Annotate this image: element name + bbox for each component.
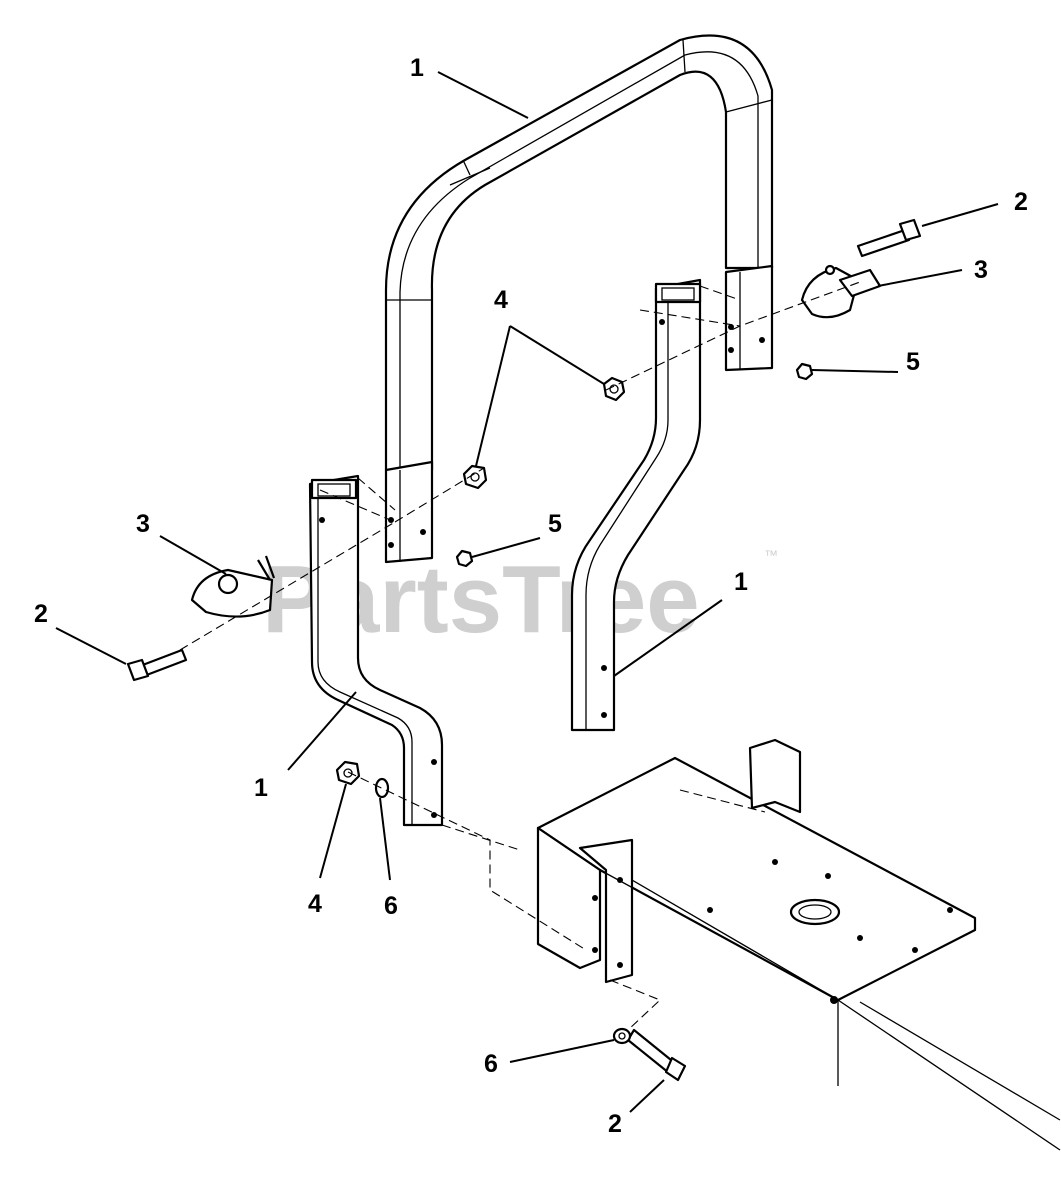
lock-pin-left bbox=[190, 555, 276, 618]
frame-bracket bbox=[536, 738, 1061, 1151]
lock-pin-upper-right bbox=[800, 264, 882, 319]
washer-bottom bbox=[612, 1027, 632, 1045]
callout-hoop: 1 bbox=[410, 54, 424, 82]
alignment-lines bbox=[179, 281, 861, 1031]
nut-small-right bbox=[795, 362, 814, 381]
callout-washer-bottom: 6 bbox=[484, 1050, 498, 1078]
callout-labels: 1 2 3 4 5 3 2 5 1 1 4 6 6 2 bbox=[34, 54, 1028, 1138]
callout-bolt-upper-right: 2 bbox=[1014, 188, 1028, 216]
callout-nut-upper: 4 bbox=[494, 286, 508, 314]
callout-lock-pin-left: 3 bbox=[136, 510, 150, 538]
callout-small-nut-center: 5 bbox=[548, 510, 562, 538]
callout-nut-lower-left: 4 bbox=[308, 890, 322, 918]
nut-left-upper bbox=[462, 464, 488, 490]
lower-upright-left bbox=[308, 474, 444, 827]
nut-small-center bbox=[455, 549, 474, 568]
callout-lock-pin-upper-right: 3 bbox=[974, 256, 988, 284]
hoop-sleeve-left bbox=[384, 460, 434, 564]
bolt-bottom bbox=[626, 1028, 687, 1082]
bolt-upper-right bbox=[856, 218, 922, 258]
callout-small-nut-right: 5 bbox=[906, 348, 920, 376]
callout-upright-left: 1 bbox=[254, 774, 268, 802]
watermark-trademark: ™ bbox=[764, 547, 778, 563]
nut-left-lower bbox=[335, 760, 361, 786]
callout-upright-right: 1 bbox=[734, 568, 748, 596]
bolt-left bbox=[126, 648, 188, 682]
callout-bolt-left: 2 bbox=[34, 600, 48, 628]
leader-lines bbox=[55, 71, 999, 1113]
lower-upright-right bbox=[570, 278, 702, 732]
hoop-sleeve-right bbox=[724, 264, 774, 372]
callout-bolt-bottom: 2 bbox=[608, 1110, 622, 1138]
upper-hoop bbox=[384, 34, 774, 472]
callout-washer-left: 6 bbox=[384, 892, 398, 920]
washer-left bbox=[374, 777, 390, 799]
